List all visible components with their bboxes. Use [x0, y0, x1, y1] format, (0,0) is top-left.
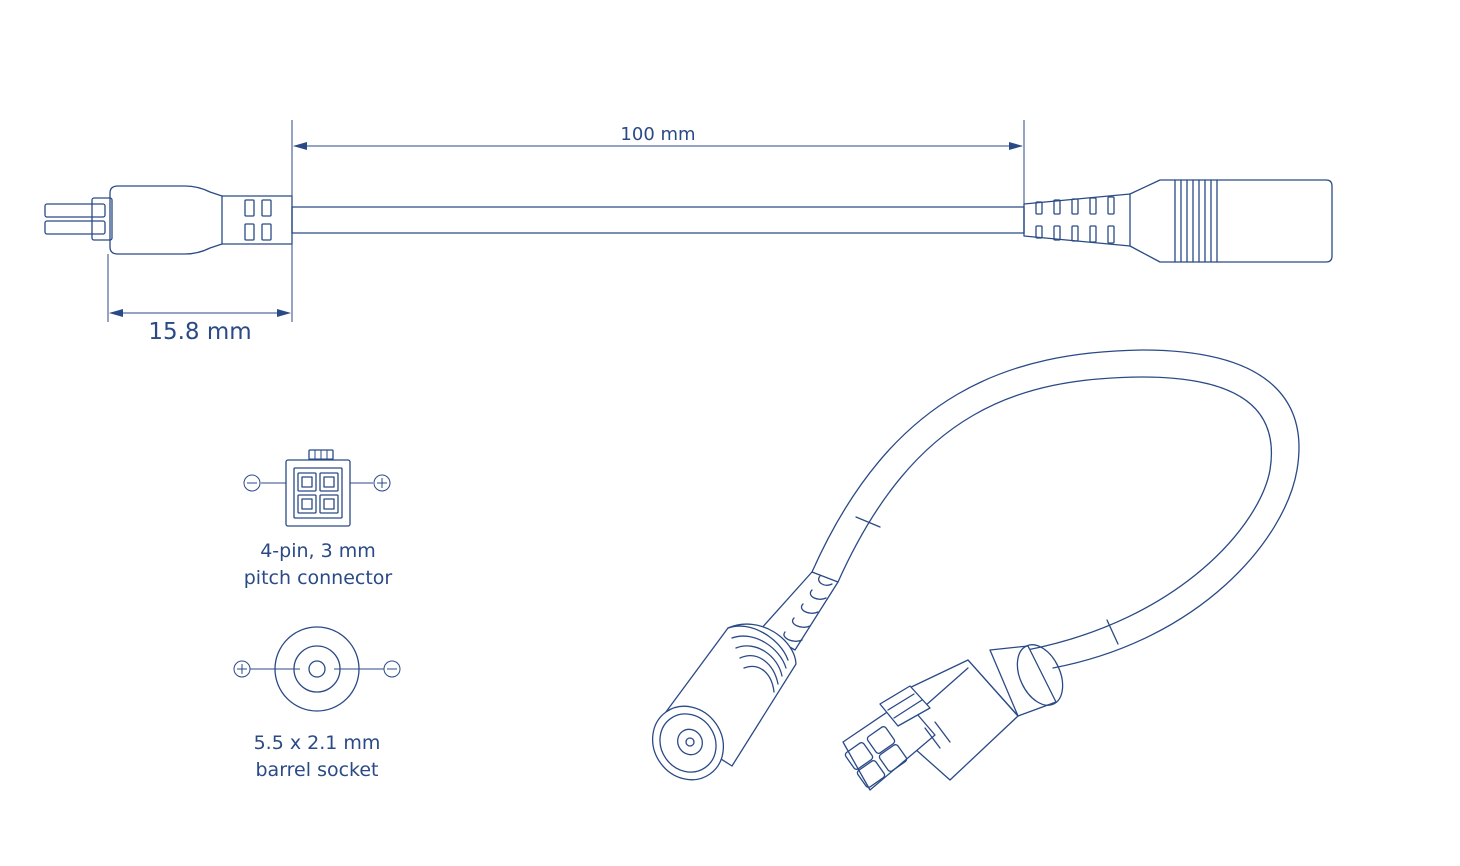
pinout-4pin: 4-pin, 3 mm pitch connector	[243, 449, 393, 589]
plug-strain-relief	[244, 199, 272, 241]
cable-straight	[291, 206, 1025, 234]
plug-latch	[44, 197, 113, 241]
barrel-grip-rings	[1174, 179, 1218, 263]
plus-icon	[373, 474, 391, 492]
dimension-cable-length: 100 mm	[291, 120, 1025, 204]
cable-length-label: 100 mm	[620, 124, 695, 145]
cable-curved	[811, 349, 1300, 669]
side-view: 100 mm 15.8 mm	[44, 120, 1333, 345]
iso-barrel-socket	[651, 623, 797, 781]
isometric-view	[651, 349, 1300, 791]
minus-icon	[383, 660, 401, 678]
barrel-label-line2: barrel socket	[255, 759, 378, 781]
minus-icon	[243, 474, 261, 492]
plus-icon	[233, 660, 251, 678]
iso-barrel-relief	[759, 571, 839, 651]
four-pin-label-line2: pitch connector	[244, 567, 393, 589]
pinout-barrel: 5.5 x 2.1 mm barrel socket	[233, 626, 401, 781]
barrel-label-line1: 5.5 x 2.1 mm	[254, 732, 381, 754]
plug-body	[109, 185, 293, 255]
plug-length-label: 15.8 mm	[148, 319, 251, 345]
barrel-relief-slots	[1035, 196, 1115, 244]
iso-molex-plug	[842, 644, 1064, 791]
barrel-socket-body	[1129, 179, 1333, 263]
dimension-plug-length: 15.8 mm	[107, 244, 293, 345]
four-pin-label-line1: 4-pin, 3 mm	[260, 540, 376, 562]
